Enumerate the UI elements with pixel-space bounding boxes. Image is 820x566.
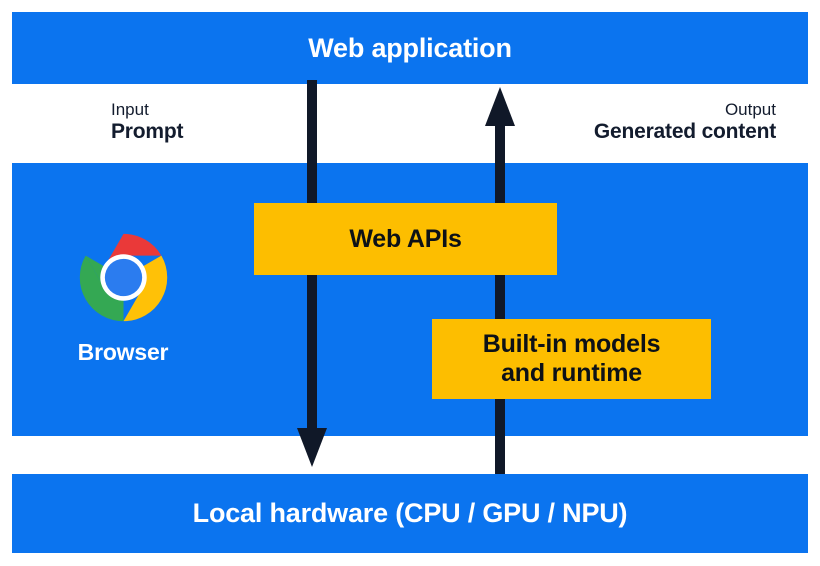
browser-label: Browser bbox=[77, 339, 169, 365]
web-application-label: Web application bbox=[308, 32, 512, 63]
web-apis-label: Web APIs bbox=[349, 224, 462, 253]
input-value-label: Prompt bbox=[111, 119, 184, 143]
chrome-logo-icon bbox=[78, 232, 169, 323]
built-in-models-line-2: and runtime bbox=[501, 359, 642, 387]
input-label-group: Input Prompt bbox=[111, 100, 184, 144]
local-hardware-bar: Local hardware (CPU / GPU / NPU) bbox=[12, 474, 808, 553]
input-kind-label: Input bbox=[111, 100, 149, 119]
output-value-label: Generated content bbox=[593, 119, 776, 143]
chrome-logo-svg bbox=[79, 233, 168, 322]
arrow-down-prompt bbox=[297, 80, 327, 467]
local-hardware-label: Local hardware (CPU / GPU / NPU) bbox=[192, 498, 628, 528]
output-kind-label: Output bbox=[724, 100, 776, 119]
built-in-models-box: Built-in models and runtime bbox=[432, 319, 711, 399]
output-label-group: Output Generated content bbox=[594, 100, 776, 144]
built-in-models-line-1: Built-in models bbox=[482, 329, 661, 358]
built-in-models-label: Built-in models and runtime bbox=[483, 330, 661, 389]
web-apis-box: Web APIs bbox=[254, 203, 557, 275]
web-application-bar: Web application bbox=[12, 12, 808, 84]
arrow-up-generated-content bbox=[485, 87, 515, 482]
